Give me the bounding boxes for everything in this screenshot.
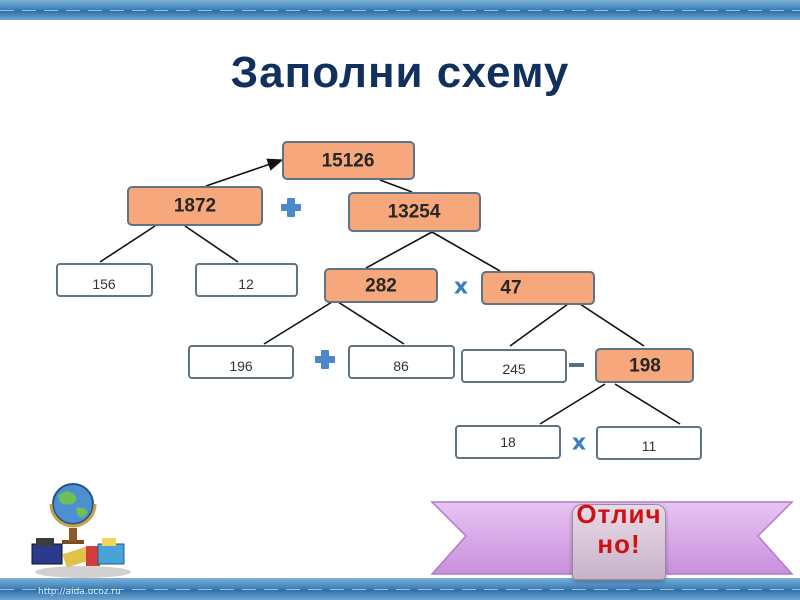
node-value: 12 (238, 276, 254, 292)
globe-books-clipart-icon (31, 483, 131, 578)
node-value: 11 (642, 438, 657, 454)
edge-198-to-11 (614, 383, 681, 425)
node-198: 198 (595, 348, 694, 383)
node-18[interactable]: 18 (455, 425, 561, 459)
footer-url: http://aida.ucoz.ru (38, 587, 121, 597)
top-decorative-stripe (0, 0, 800, 20)
node-box (348, 192, 481, 232)
node-box[interactable] (56, 263, 153, 297)
edge-47-to-198 (579, 303, 645, 347)
node-box (324, 268, 438, 303)
edge-47-to-245 (509, 303, 569, 347)
node-196[interactable]: 196 (188, 345, 294, 379)
edge-1872-to-156 (99, 225, 156, 263)
node-value: 18 (500, 434, 516, 450)
node-value: 156 (92, 276, 116, 292)
result-text: Отлично! (576, 499, 662, 559)
node-value: 1872 (174, 196, 216, 217)
minus-operator-icon (569, 363, 584, 367)
node-value: 15126 (322, 151, 375, 172)
plus-operator-icon-top (281, 198, 301, 217)
times-operator-icon-mid: x (454, 275, 468, 300)
edge-1872-to-15126 (205, 158, 284, 187)
node-156[interactable]: 156 (56, 263, 153, 297)
node-15126: 15126 (282, 141, 415, 180)
node-box (127, 186, 263, 226)
node-value: 282 (365, 276, 397, 297)
node-value: 13254 (388, 202, 441, 223)
node-box[interactable] (188, 345, 294, 379)
plus-operator-icon-low (315, 350, 335, 369)
times-operator-icon-low: x (572, 431, 586, 456)
slide-title: Заполни схему (230, 48, 570, 97)
edge-282-to-196 (263, 301, 333, 345)
node-11[interactable]: 11 (596, 426, 702, 460)
node-1872: 1872 (127, 186, 263, 226)
node-box[interactable] (461, 349, 567, 383)
edge-13254-to-47 (431, 231, 501, 272)
edge-15126-to-13254 (379, 179, 413, 193)
node-86[interactable]: 86 (348, 345, 455, 379)
bottom-decorative-stripe: http://aida.ucoz.ru (0, 578, 800, 600)
node-value: 86 (393, 358, 409, 374)
edge-1872-to-12 (184, 225, 239, 263)
node-value: 245 (502, 361, 526, 377)
node-box[interactable] (195, 263, 298, 297)
node-value: 47 (500, 278, 521, 299)
node-value: 198 (629, 356, 661, 377)
node-box[interactable] (455, 425, 561, 459)
node-box (481, 271, 595, 305)
node-box[interactable] (596, 426, 702, 460)
result-scroll-box[interactable]: Отлично! (572, 499, 666, 580)
edge-198-to-18 (539, 383, 606, 425)
node-12[interactable]: 12 (195, 263, 298, 297)
scheme-edges (99, 158, 681, 425)
node-box (282, 141, 415, 180)
node-13254: 13254 (348, 192, 481, 232)
node-box[interactable] (348, 345, 455, 379)
node-245[interactable]: 245 (461, 349, 567, 383)
node-47: 47 (481, 271, 595, 305)
node-value: 196 (229, 358, 253, 374)
node-282: 282 (324, 268, 438, 303)
edge-13254-to-282 (365, 231, 433, 269)
edge-282-to-86 (337, 301, 405, 345)
node-box (595, 348, 694, 383)
